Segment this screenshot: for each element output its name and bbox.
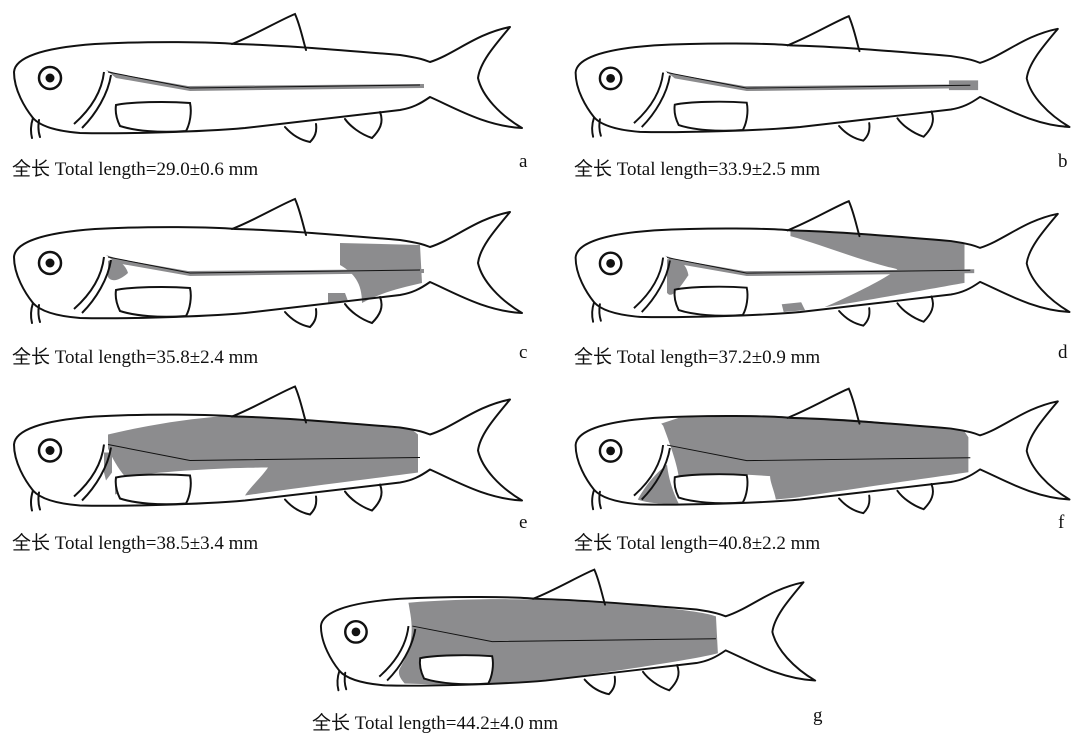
pectoral-fin <box>674 102 747 131</box>
pectoral-fin <box>420 655 493 684</box>
panel-f: 全长 Total length=40.8±2.2 mm f <box>562 370 1087 560</box>
panel-label-d: d <box>1058 342 1068 364</box>
panel-label-a: a <box>519 151 527 173</box>
caption-b: 全长 Total length=33.9±2.5 mm <box>574 154 820 181</box>
fin-outline <box>839 123 869 141</box>
eye-pupil <box>606 259 615 268</box>
eye-pupil <box>46 74 55 83</box>
panel-e: 全长 Total length=38.5±3.4 mm e <box>0 370 540 560</box>
panel-d: 全长 Total length=37.2±0.9 mm d <box>562 185 1087 370</box>
panel-c: 全长 Total length=35.8±2.4 mm c <box>0 185 540 370</box>
panel-label-c: c <box>519 342 527 364</box>
pectoral-fin <box>116 474 191 504</box>
fin-outline <box>839 308 869 326</box>
pectoral-fin <box>674 474 747 503</box>
eye-pupil <box>352 628 361 637</box>
eye-pupil <box>606 447 615 456</box>
caption-c: 全长 Total length=35.8±2.4 mm <box>12 342 258 369</box>
pectoral-fin <box>674 287 747 316</box>
caption-d: 全长 Total length=37.2±0.9 mm <box>574 342 820 369</box>
panel-label-e: e <box>519 512 527 534</box>
panel-g: 全长 Total length=44.2±4.0 mm g <box>300 556 840 736</box>
fin-outline <box>285 309 316 327</box>
eye-pupil <box>46 259 55 268</box>
fin-outline <box>585 677 615 695</box>
panel-label-f: f <box>1058 512 1064 534</box>
panel-label-b: b <box>1058 151 1068 173</box>
fin-outline <box>839 496 869 514</box>
eye-pupil <box>46 446 55 455</box>
caption-e: 全长 Total length=38.5±3.4 mm <box>12 528 258 555</box>
pectoral-fin <box>116 287 191 317</box>
panel-b: 全长 Total length=33.9±2.5 mm b <box>562 0 1087 185</box>
pectoral-fin <box>116 102 191 132</box>
caption-f: 全长 Total length=40.8±2.2 mm <box>574 528 820 555</box>
fin-outline <box>285 124 316 142</box>
panel-a: 全长 Total length=29.0±0.6 mm a <box>0 0 540 185</box>
panel-label-g: g <box>813 705 823 727</box>
caption-g: 全长 Total length=44.2±4.0 mm <box>312 708 558 735</box>
eye-pupil <box>606 74 615 83</box>
fin-outline <box>285 497 316 515</box>
caption-a: 全长 Total length=29.0±0.6 mm <box>12 154 258 181</box>
